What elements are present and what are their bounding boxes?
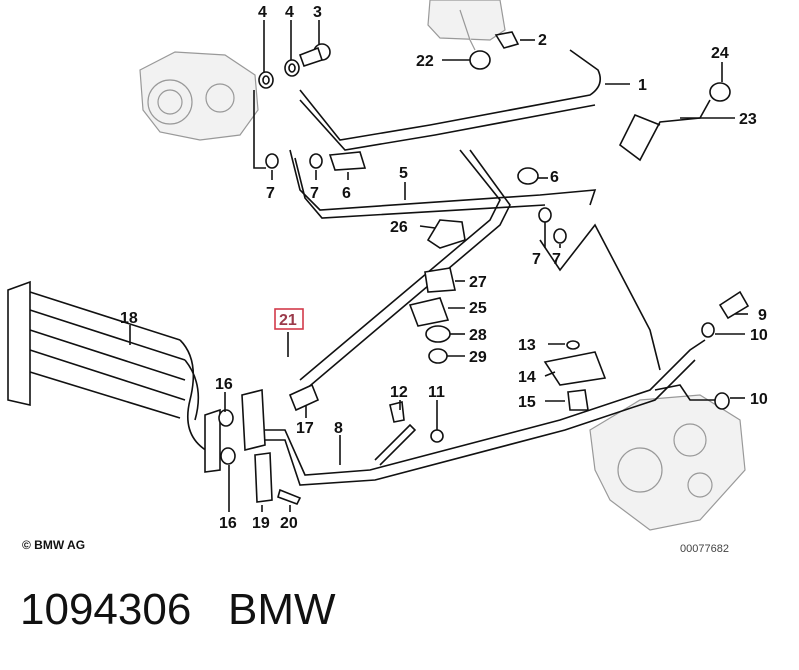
label-4b: 4 [285, 4, 294, 21]
label-25: 25 [469, 300, 487, 317]
washer-7c [538, 207, 552, 223]
label-12: 12 [390, 384, 408, 401]
washer-7a [265, 153, 279, 169]
screw-11 [430, 429, 444, 443]
label-16b: 16 [219, 515, 237, 532]
washer-4a [258, 71, 274, 89]
label-7c: 7 [532, 251, 541, 268]
clip-26 [426, 219, 466, 249]
label-11: 11 [428, 384, 445, 401]
screw-20 [277, 488, 302, 505]
bolt-17 [288, 383, 320, 412]
bracket-19 [254, 452, 273, 503]
part-labels: 1 2 3 4 4 5 6 6 7 7 7 7 8 9 10 10 11 12 … [120, 4, 768, 532]
bracket-23 [618, 99, 711, 162]
holder-25 [408, 297, 450, 327]
label-17: 17 [296, 420, 314, 437]
label-26: 26 [390, 219, 408, 236]
label-28: 28 [469, 327, 487, 344]
part-number: 1094306 [20, 585, 192, 634]
washer-7b [309, 153, 323, 169]
label-1: 1 [638, 77, 647, 94]
parts-diagram: 1 2 3 4 4 5 6 6 7 7 7 7 8 9 10 10 11 12 … [7, 0, 768, 532]
label-14: 14 [518, 369, 536, 386]
washer-16a [218, 409, 234, 427]
bushing-29 [428, 348, 448, 364]
leader-lines [129, 20, 748, 512]
label-19: 19 [252, 515, 270, 532]
brand-name: BMW [227, 585, 336, 634]
clip-15 [567, 389, 589, 411]
label-20: 20 [280, 515, 298, 532]
caption: 1094306 BMW [20, 585, 336, 635]
banjo-6b [517, 167, 539, 185]
washer-4b [284, 59, 300, 77]
drawing-code: 00077682 [680, 543, 729, 555]
label-5: 5 [399, 165, 408, 182]
bolt-9 [718, 290, 750, 320]
bolt-6a [328, 151, 367, 171]
label-7d: 7 [552, 251, 561, 268]
label-24: 24 [711, 45, 729, 62]
highlight-box-21 [274, 308, 304, 330]
screw-13 [566, 340, 580, 350]
label-6a: 6 [342, 185, 351, 202]
hose-lines [265, 49, 720, 486]
label-27: 27 [469, 274, 487, 291]
label-23: 23 [739, 111, 757, 128]
label-29: 29 [469, 349, 487, 366]
oil-cooler [7, 280, 266, 473]
reservoir [427, 0, 506, 51]
label-9: 9 [758, 307, 767, 324]
washer-16b [220, 447, 236, 465]
copyright-notice: © BMW AG [22, 538, 86, 552]
grommet-24 [709, 82, 731, 102]
mount-27 [424, 267, 456, 293]
label-3: 3 [313, 4, 322, 21]
label-13: 13 [518, 337, 536, 354]
bushing-28 [425, 325, 451, 343]
label-22: 22 [416, 53, 434, 70]
label-7a: 7 [266, 185, 275, 202]
grommet-22 [469, 50, 491, 70]
screw-12 [389, 401, 405, 423]
washer-7d [553, 228, 567, 244]
label-6b: 6 [550, 169, 559, 186]
label-21: 21 [279, 312, 297, 329]
washer-10b [714, 392, 730, 410]
plate-14 [543, 351, 607, 386]
label-4a: 4 [258, 4, 267, 21]
label-18: 18 [120, 310, 138, 327]
label-2: 2 [538, 32, 547, 49]
clamp-2 [494, 31, 520, 49]
label-10a: 10 [750, 327, 768, 344]
washer-10a [701, 322, 715, 338]
label-15: 15 [518, 394, 536, 411]
label-10b: 10 [750, 391, 768, 408]
label-8: 8 [334, 420, 343, 437]
steering-gear [589, 394, 746, 531]
bolt-3 [298, 43, 331, 68]
label-16a: 16 [215, 376, 233, 393]
label-7b: 7 [310, 185, 319, 202]
power-steering-pump [139, 51, 259, 141]
